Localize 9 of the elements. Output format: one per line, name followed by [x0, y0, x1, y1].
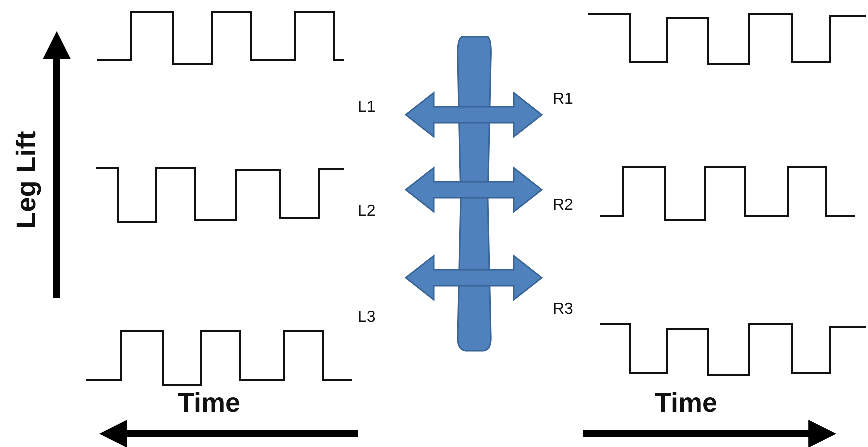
axis-label: Leg Lift — [14, 131, 40, 229]
axis-label: Time — [655, 390, 718, 417]
leg-label: R3 — [553, 302, 574, 318]
leg-label: R2 — [553, 198, 574, 214]
leg-label: L2 — [358, 204, 376, 220]
axis-label: Time — [178, 390, 241, 417]
leg-label: L3 — [358, 310, 376, 326]
leg-label: R1 — [553, 92, 574, 108]
leg-label: L1 — [358, 100, 376, 116]
